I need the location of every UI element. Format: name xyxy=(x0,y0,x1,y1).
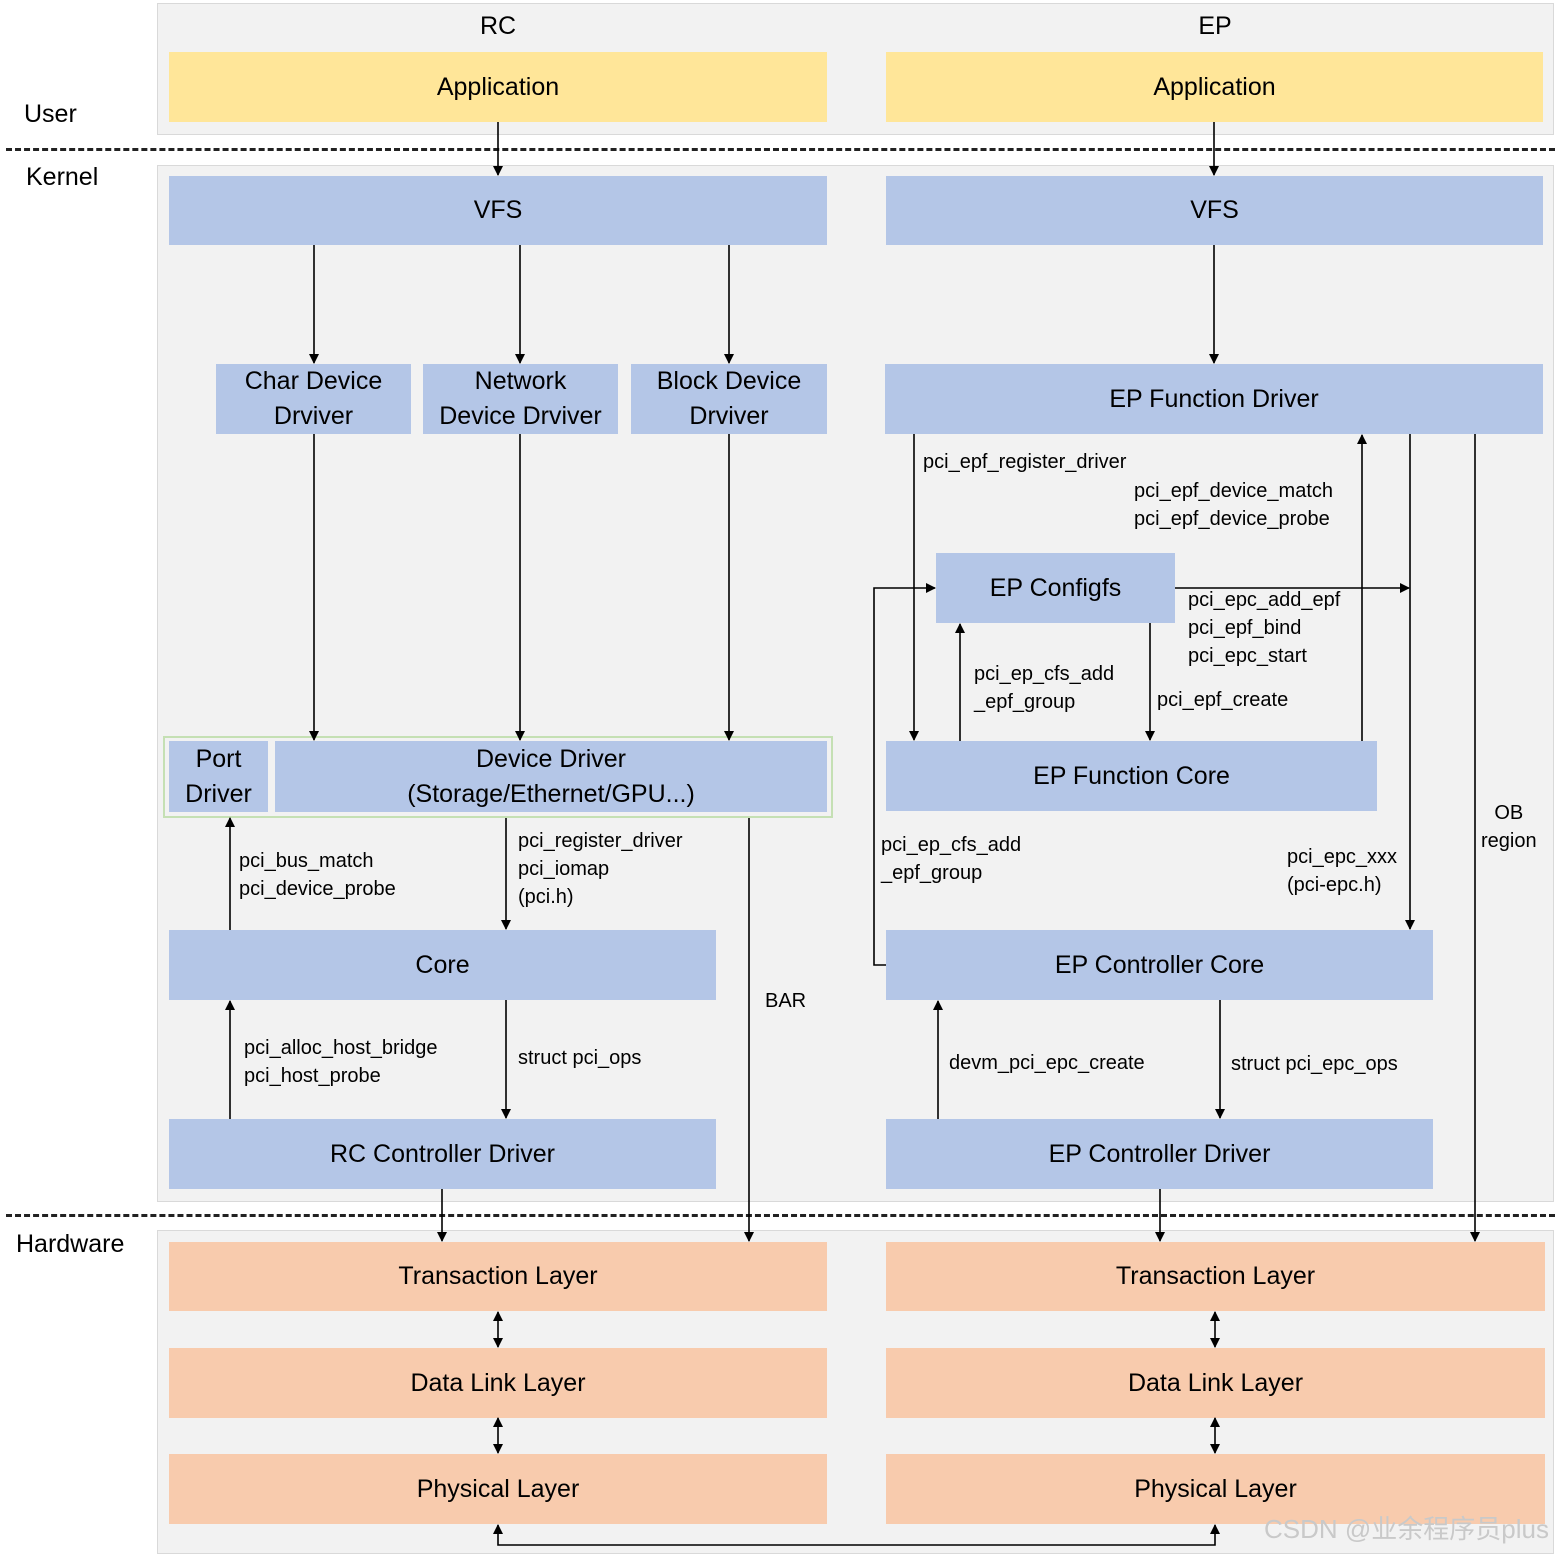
rc-physical-layer-box: Physical Layer xyxy=(169,1454,827,1524)
device-match-label: pci_epf_device_match pci_epf_device_prob… xyxy=(1134,480,1334,530)
hardware-layer-label: Hardware xyxy=(16,1230,125,1258)
epf-create-label: pci_epf_create xyxy=(1157,689,1289,711)
pci-ops-label: struct pci_ops xyxy=(518,1047,642,1069)
ep-function-driver-box: EP Function Driver xyxy=(885,364,1543,434)
user-layer-label: User xyxy=(24,100,77,128)
ep-column-header: EP xyxy=(1198,12,1232,40)
network-device-driver-box: Network Device Drviver xyxy=(423,364,618,434)
port-driver-box: Port Driver xyxy=(169,741,268,812)
ep-vfs-box: VFS xyxy=(886,176,1543,245)
ob-region-label: OB region xyxy=(1481,802,1537,852)
rc-application-box: Application xyxy=(169,52,827,122)
rc-transaction-layer-box: Transaction Layer xyxy=(169,1242,827,1311)
cfs-add-inner-label: pci_ep_cfs_add _epf_group xyxy=(974,663,1115,713)
ep-configfs-box: EP Configfs xyxy=(936,553,1175,623)
cfs-add-outer-label: pci_ep_cfs_add _epf_group xyxy=(881,834,1022,884)
cfs-add-outer-arrow xyxy=(873,583,936,966)
physical-link-arrow xyxy=(493,1524,1220,1546)
ep-data-link-layer-box: Data Link Layer xyxy=(886,1348,1545,1418)
kernel-hardware-separator xyxy=(6,1214,1555,1217)
rc-core-box: Core xyxy=(169,930,716,1000)
kernel-region xyxy=(157,165,1554,1202)
ep-application-box: Application xyxy=(886,52,1543,122)
ep-physical-layer-box: Physical Layer xyxy=(886,1454,1545,1524)
epc-xxx-label: pci_epc_xxx (pci-epc.h) xyxy=(1287,846,1398,896)
char-device-driver-box: Char Device Drviver xyxy=(216,364,411,434)
epc-ops-label: struct pci_epc_ops xyxy=(1231,1053,1398,1075)
user-kernel-separator xyxy=(6,148,1555,151)
device-driver-box: Device Driver (Storage/Ethernet/GPU...) xyxy=(275,741,827,812)
bar-label: BAR xyxy=(765,990,807,1012)
add-epf-label: pci_epc_add_epf pci_epf_bind pci_epc_sta… xyxy=(1188,589,1341,667)
epf-register-label: pci_epf_register_driver xyxy=(923,451,1127,473)
rc-controller-driver-box: RC Controller Driver xyxy=(169,1119,716,1189)
ep-function-core-box: EP Function Core xyxy=(886,741,1377,811)
rc-data-link-layer-box: Data Link Layer xyxy=(169,1348,827,1418)
register-driver-label: pci_register_driver pci_iomap (pci.h) xyxy=(518,830,683,908)
ep-transaction-layer-box: Transaction Layer xyxy=(886,1242,1545,1311)
alloc-host-label: pci_alloc_host_bridge pci_host_probe xyxy=(244,1037,438,1087)
block-device-driver-box: Block Device Drviver xyxy=(631,364,827,434)
kernel-layer-label: Kernel xyxy=(26,163,99,191)
devm-create-label: devm_pci_epc_create xyxy=(949,1052,1145,1074)
rc-vfs-box: VFS xyxy=(169,176,827,245)
watermark: CSDN @业余程序员plus xyxy=(1264,1514,1549,1544)
ep-controller-driver-box: EP Controller Driver xyxy=(886,1119,1433,1189)
bus-match-label: pci_bus_match pci_device_probe xyxy=(239,850,396,900)
ep-controller-core-box: EP Controller Core xyxy=(886,930,1433,1000)
rc-column-header: RC xyxy=(479,12,517,40)
